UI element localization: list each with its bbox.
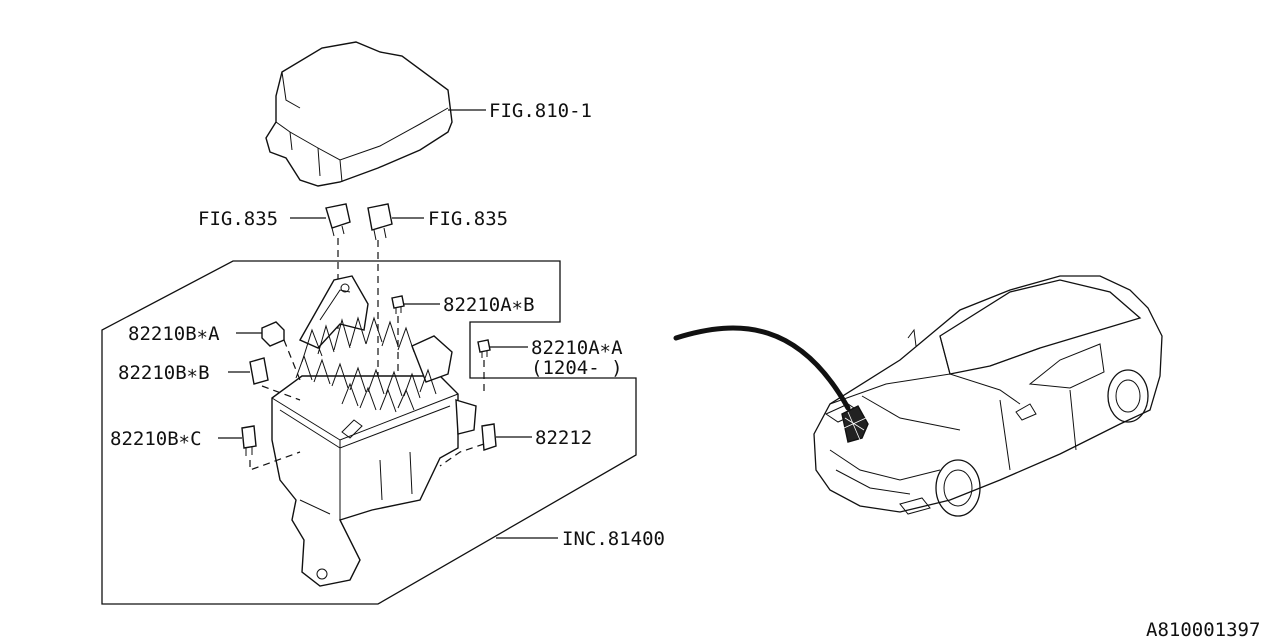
label-fuse-82210a-a: 82210A∗A	[531, 337, 623, 359]
label-drawing-id: A810001397	[1146, 619, 1260, 640]
fuse-82210b-a	[261, 321, 285, 347]
label-cover-fig: FIG.810-1	[489, 100, 592, 122]
fuse-82212	[481, 423, 497, 451]
label-fuse-82210b-b: 82210B∗B	[118, 362, 210, 384]
fuse-82210b-b	[249, 357, 269, 385]
fuse-82210a-a	[477, 339, 491, 358]
label-fuse-82210b-c: 82210B∗C	[110, 428, 202, 450]
drop-fuse-82210b-b	[261, 385, 301, 401]
fuse-82210a-b	[391, 295, 405, 314]
relay-right	[367, 203, 393, 241]
assembly-outline	[101, 260, 637, 605]
fuse-box-body	[271, 275, 477, 587]
label-fuse-82210b-a: 82210B∗A	[128, 323, 220, 345]
label-fuse-82210a-b: 82210A∗B	[443, 294, 535, 316]
fuse-box-cover	[265, 41, 453, 187]
locator-arrow	[673, 325, 851, 411]
drop-fuse-82210b-a	[283, 339, 301, 381]
label-fuse-82212: 82212	[535, 427, 592, 449]
label-fuse-82210a-a-note: (1204- )	[531, 357, 623, 379]
fuse-82210b-c	[241, 425, 257, 456]
label-relay-right-fig: FIG.835	[428, 208, 508, 230]
drop-fuse-82210b-c	[249, 451, 301, 471]
car-illustration	[813, 275, 1163, 517]
label-relay-left-fig: FIG.835	[198, 208, 278, 230]
relay-left	[325, 203, 351, 237]
drop-fuse-82212	[439, 443, 485, 467]
label-inc-81400: INC.81400	[562, 528, 665, 550]
